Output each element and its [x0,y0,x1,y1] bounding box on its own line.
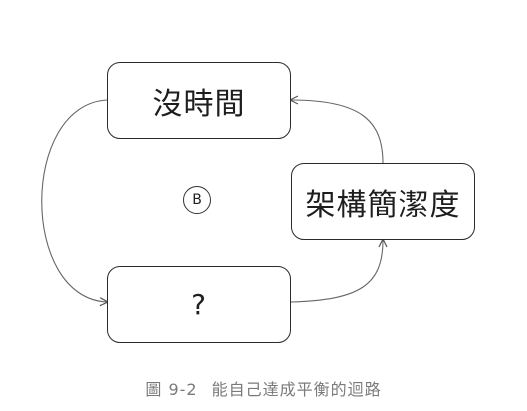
figure-caption: 圖 9-2 能自己達成平衡的迴路 [0,376,527,400]
edge-top-to-bottom [41,99,107,302]
edge-right-to-top [291,100,384,164]
node-unknown: ? [107,266,291,343]
balancing-loop-badge-label: B [192,192,202,208]
figure-caption-text: 能自己達成平衡的迴路 [211,380,382,399]
node-no-time: 沒時間 [107,62,291,139]
node-architecture-simplicity: 架構簡潔度 [291,163,475,240]
balancing-loop-badge: B [183,186,211,214]
node-architecture-simplicity-label: 架構簡潔度 [305,187,461,223]
figure-number: 圖 9-2 [145,380,198,399]
node-no-time-label: 沒時間 [152,86,246,122]
node-unknown-label: ? [191,288,207,321]
edge-bottom-to-right [290,240,383,303]
